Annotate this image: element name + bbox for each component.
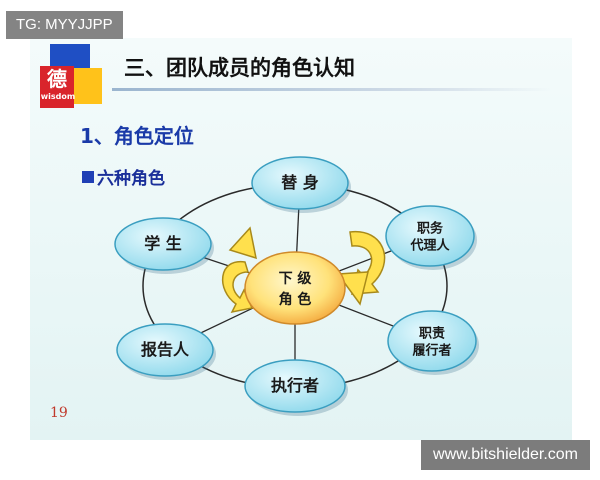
role-node-upper-left: 学 生 — [114, 217, 214, 274]
left-arrow-head — [228, 226, 257, 260]
left-curved-arrow — [222, 261, 254, 314]
slide-title: 三、团队成员的角色认知 — [124, 56, 355, 80]
node-ellipse — [387, 310, 477, 372]
center-node: 下 级 角 色 — [244, 251, 346, 325]
node-label: 替 身 — [281, 173, 319, 192]
node-ellipse — [116, 323, 214, 377]
node-label: 代理人 — [409, 238, 450, 254]
role-node-lower-left: 报告人 — [116, 323, 216, 380]
node-label: 履行者 — [412, 343, 451, 359]
logo-word: wisdom — [40, 92, 76, 101]
watermark: www.bitshielder.com — [421, 440, 590, 470]
node-label: 职务 — [417, 221, 444, 237]
node-ellipse — [244, 359, 346, 413]
node-label: 报告人 — [141, 340, 190, 359]
logo-character: 德 — [47, 67, 67, 91]
bullet-square-icon — [82, 170, 94, 183]
role-node-top: 替 身 — [251, 156, 351, 213]
overlay-tag: TG: MYYJJPP — [6, 11, 123, 39]
wisdom-logo: 德 wisdom — [38, 44, 110, 110]
bullet-text: 六种角色 — [97, 169, 165, 189]
page-number: 19 — [50, 405, 68, 421]
center-label-line2: 角 色 — [279, 291, 312, 308]
node-ellipse — [251, 156, 349, 210]
node-ellipse — [385, 205, 475, 267]
section-heading: 1、角色定位 — [80, 124, 194, 148]
node-label: 职责 — [419, 326, 445, 342]
center-label-line1: 下 级 — [279, 270, 313, 287]
role-node-bottom: 执行者 — [244, 359, 348, 416]
node-label: 执行者 — [271, 376, 319, 395]
logo-red-block — [40, 66, 74, 108]
bullet-item: 六种角色 — [82, 164, 165, 189]
title-underline — [112, 88, 552, 91]
node-ellipse — [114, 217, 212, 271]
right-arrow-head — [336, 271, 369, 306]
node-label: 学 生 — [144, 234, 182, 253]
